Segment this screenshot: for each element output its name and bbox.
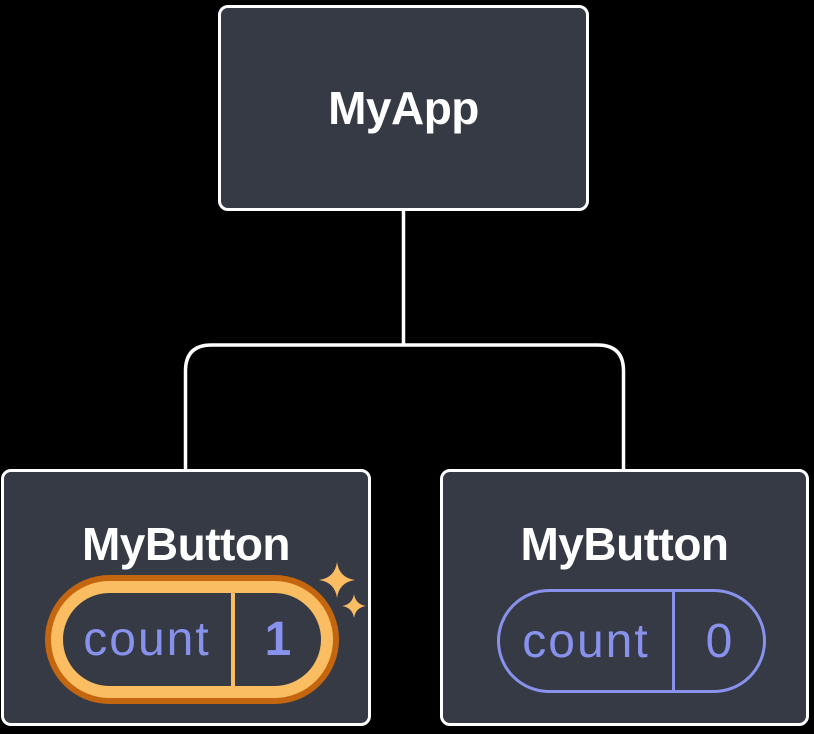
state-pill-highlighted: count 1 (45, 575, 339, 704)
state-value: 0 (705, 614, 733, 668)
node-mybutton-left: MyButton count 1 (1, 469, 371, 726)
state-value-cell: 1 (235, 593, 321, 686)
sparkle-large (319, 562, 355, 598)
node-mybutton-right: MyButton count 0 (440, 469, 809, 726)
node-myapp: MyApp (218, 5, 589, 211)
state-pill-divider (672, 592, 675, 690)
state-key-label: count (83, 613, 211, 666)
state-key-label: count (522, 614, 650, 668)
state-key-cell: count (500, 592, 672, 690)
connector-branch (183, 343, 626, 471)
state-pill-highlight-ring: count 1 (51, 581, 333, 698)
node-mybutton-left-label: MyButton (81, 518, 291, 570)
state-value-cell: 0 (675, 592, 763, 690)
state-value: 1 (264, 613, 292, 666)
node-myapp-label: MyApp (328, 82, 479, 134)
state-key-cell: count (63, 593, 231, 686)
state-pill: count 0 (497, 589, 766, 693)
node-mybutton-right-label: MyButton (520, 518, 729, 570)
sparkle-small (342, 594, 366, 618)
state-pill-divider (231, 593, 235, 686)
state-pill-body: count 1 (63, 593, 321, 686)
sparkle-icon (319, 562, 366, 618)
